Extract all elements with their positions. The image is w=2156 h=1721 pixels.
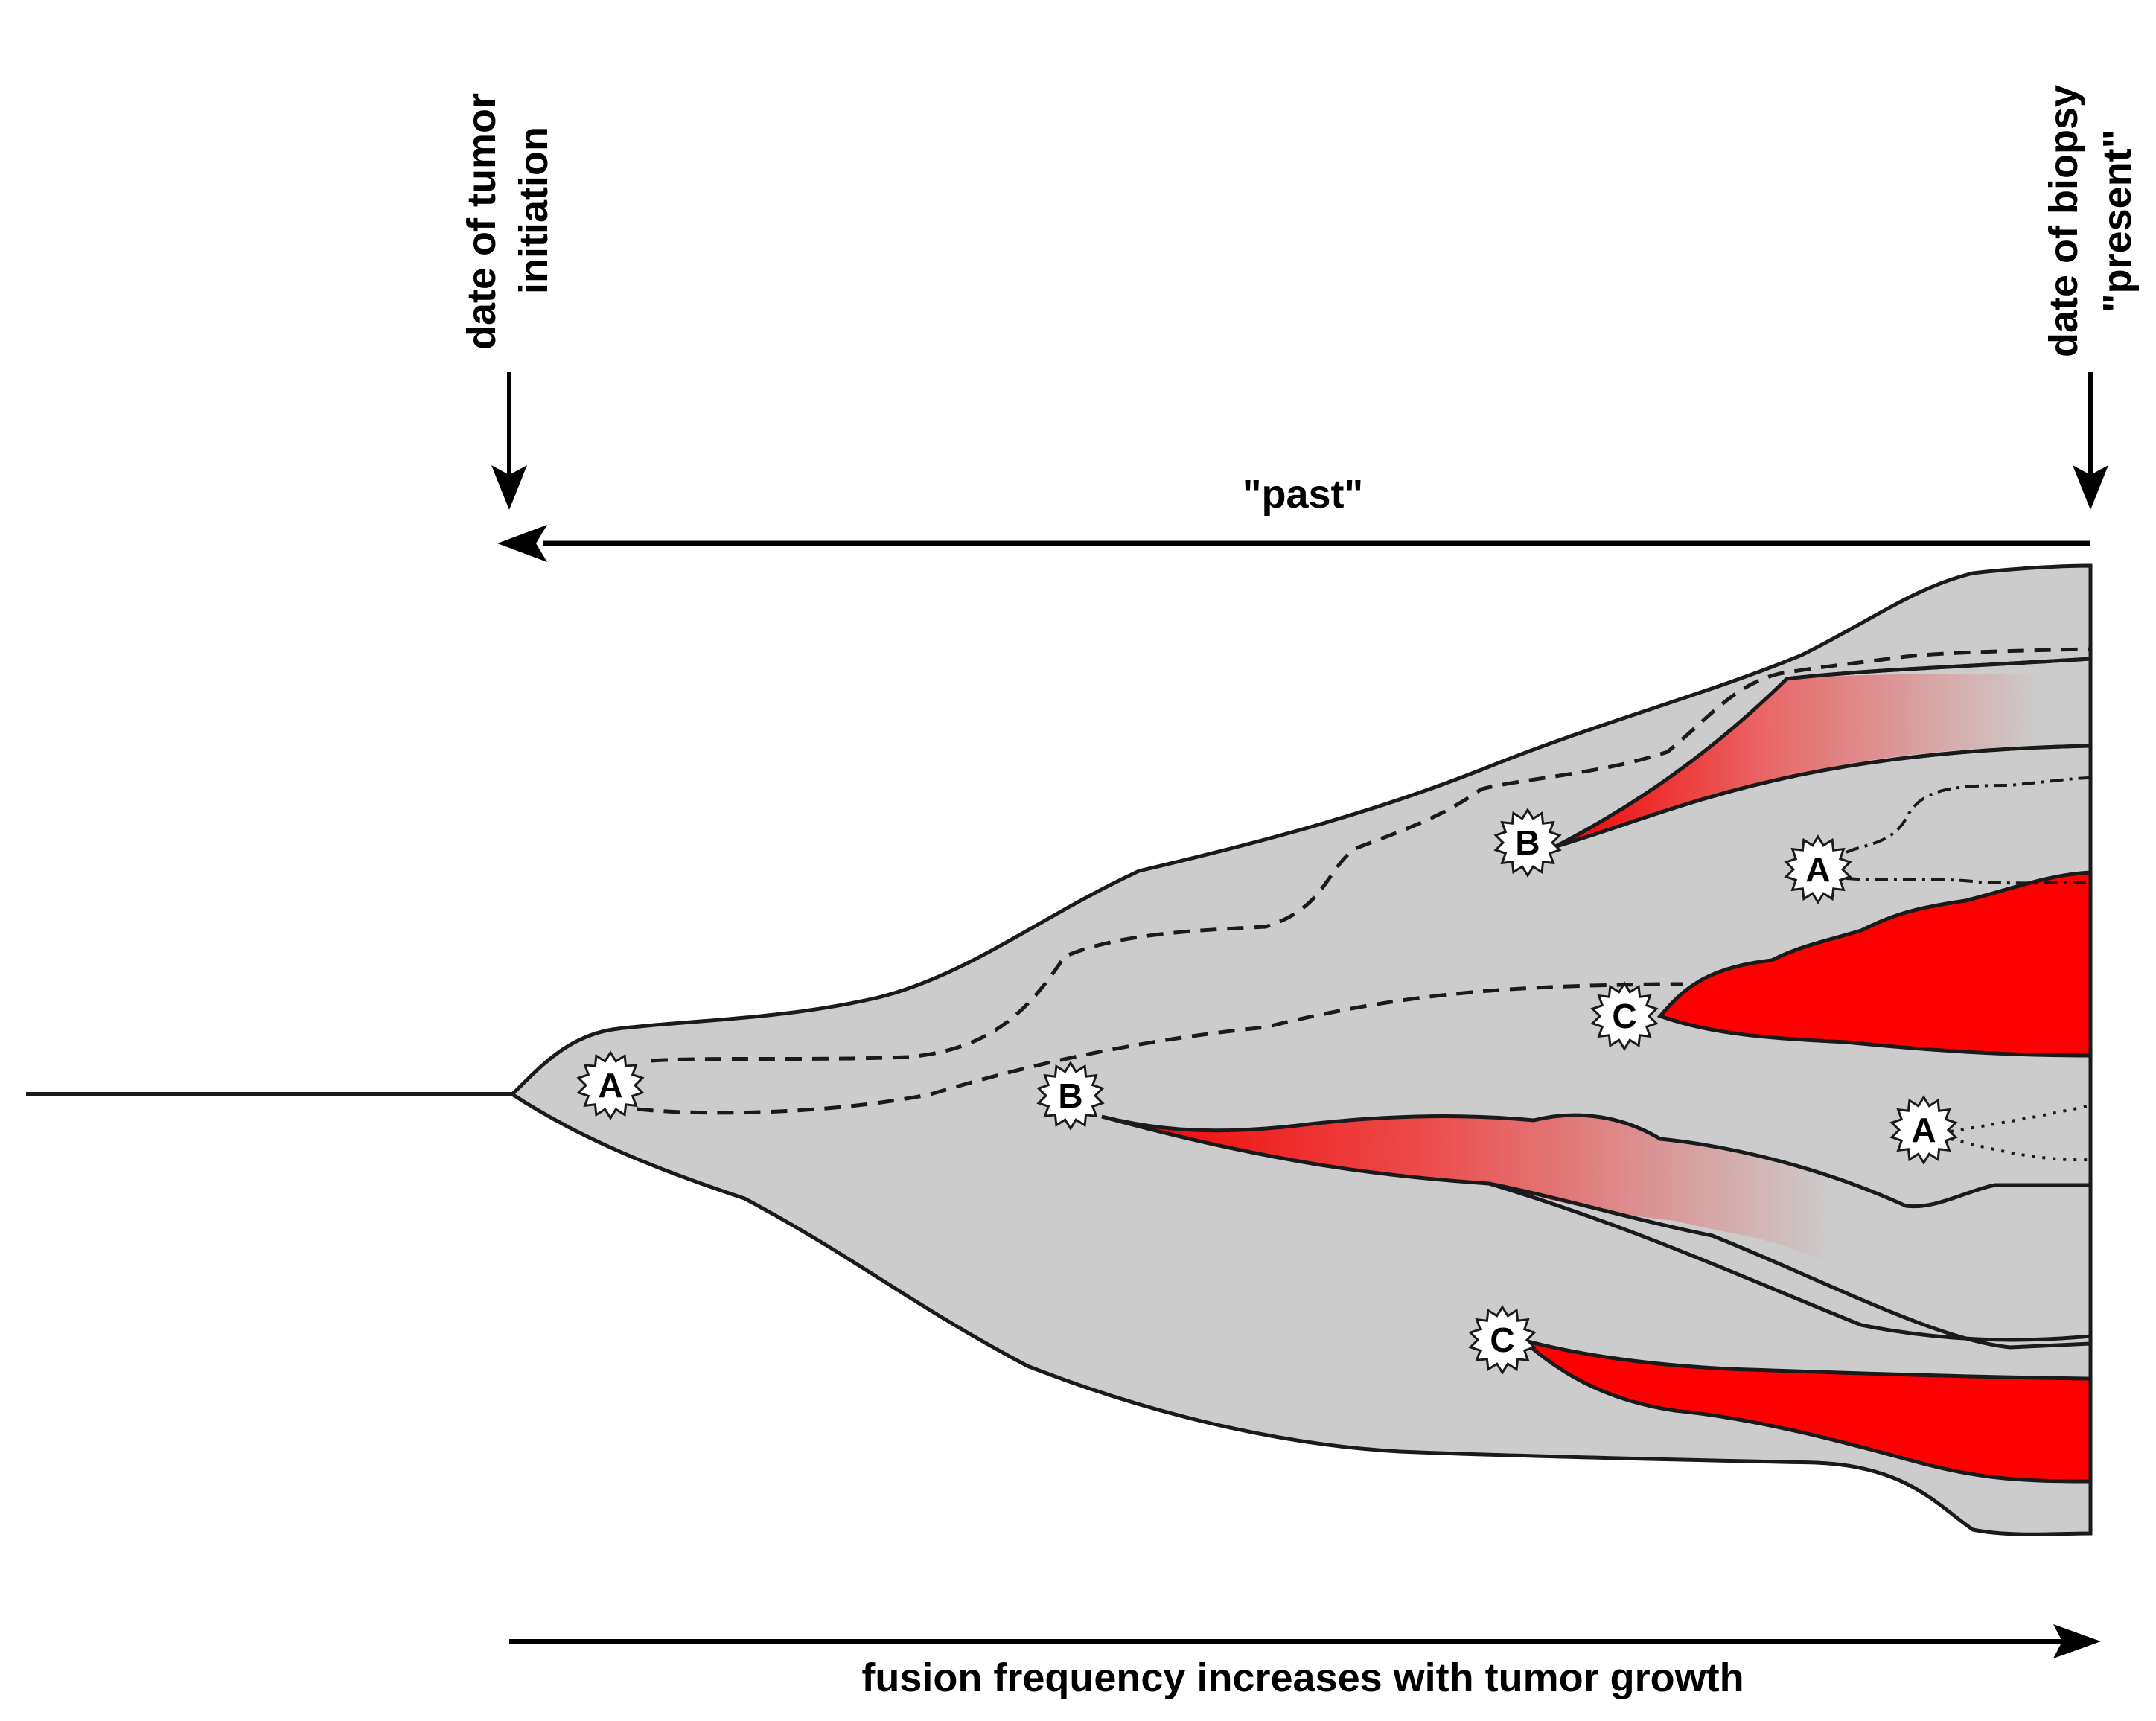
event-letter: C <box>1612 997 1636 1035</box>
biopsy-label-line1: date of biopsy <box>2041 85 2086 357</box>
lower-clone-top-line <box>1101 1113 2090 1209</box>
initiation-label-line1: date of tumor <box>459 93 504 350</box>
lower-clone-inner-line <box>1488 1181 2091 1342</box>
past-label: "past" <box>1243 472 1363 517</box>
initiation-arrow-head <box>491 465 527 510</box>
event-c-middle-marker: C <box>1590 981 1659 1051</box>
past-arrow-head <box>497 525 547 562</box>
starburst-icon <box>1590 981 1659 1051</box>
event-letter: C <box>1490 1321 1514 1359</box>
starburst-icon <box>1036 1061 1105 1131</box>
dashed-lineages <box>610 647 2091 1115</box>
event-a-upper-right-marker: A <box>1784 834 1852 904</box>
event-letter: A <box>598 1066 622 1105</box>
dashdot-lineages <box>1846 776 2091 885</box>
upper-clone-top-line <box>1554 657 2091 849</box>
starburst-icon <box>1493 808 1562 878</box>
event-letter: A <box>1911 1111 1936 1149</box>
event-c-lower-marker: C <box>1468 1305 1537 1375</box>
fusion-label: fusion frequency increases with tumor gr… <box>861 1655 1744 1700</box>
fusion-arrow-head <box>2053 1624 2101 1658</box>
lower-c-fusion-clone <box>1521 1338 2093 1484</box>
event-letter: B <box>1515 823 1540 862</box>
lower-fusion-clone <box>1102 1115 1831 1265</box>
starburst-icon <box>1784 834 1852 904</box>
event-letter: A <box>1805 850 1830 889</box>
event-a-lower-right-marker: A <box>1889 1095 1958 1165</box>
event-a-root-marker: A <box>576 1050 645 1120</box>
biopsy-arrow-head <box>2073 465 2108 510</box>
event-markers: A B B C C A A <box>576 808 1958 1375</box>
event-b-lower-marker: B <box>1036 1061 1105 1131</box>
starburst-icon <box>1468 1305 1537 1375</box>
upper-clone-bottom-line <box>1555 744 2091 849</box>
biopsy-label-line2: "present" <box>2095 130 2140 313</box>
starburst-icon <box>576 1050 645 1120</box>
starburst-icon <box>1889 1095 1958 1165</box>
lower-clone-bottom-line <box>1101 1114 2091 1350</box>
event-letter: B <box>1058 1076 1082 1115</box>
initiation-label-line2: initiation <box>511 127 556 294</box>
tumor-body <box>508 563 2093 1536</box>
event-b-upper-marker: B <box>1493 808 1562 878</box>
middle-fusion-clone <box>1656 870 2093 1058</box>
upper-fusion-clone <box>1556 674 2040 846</box>
